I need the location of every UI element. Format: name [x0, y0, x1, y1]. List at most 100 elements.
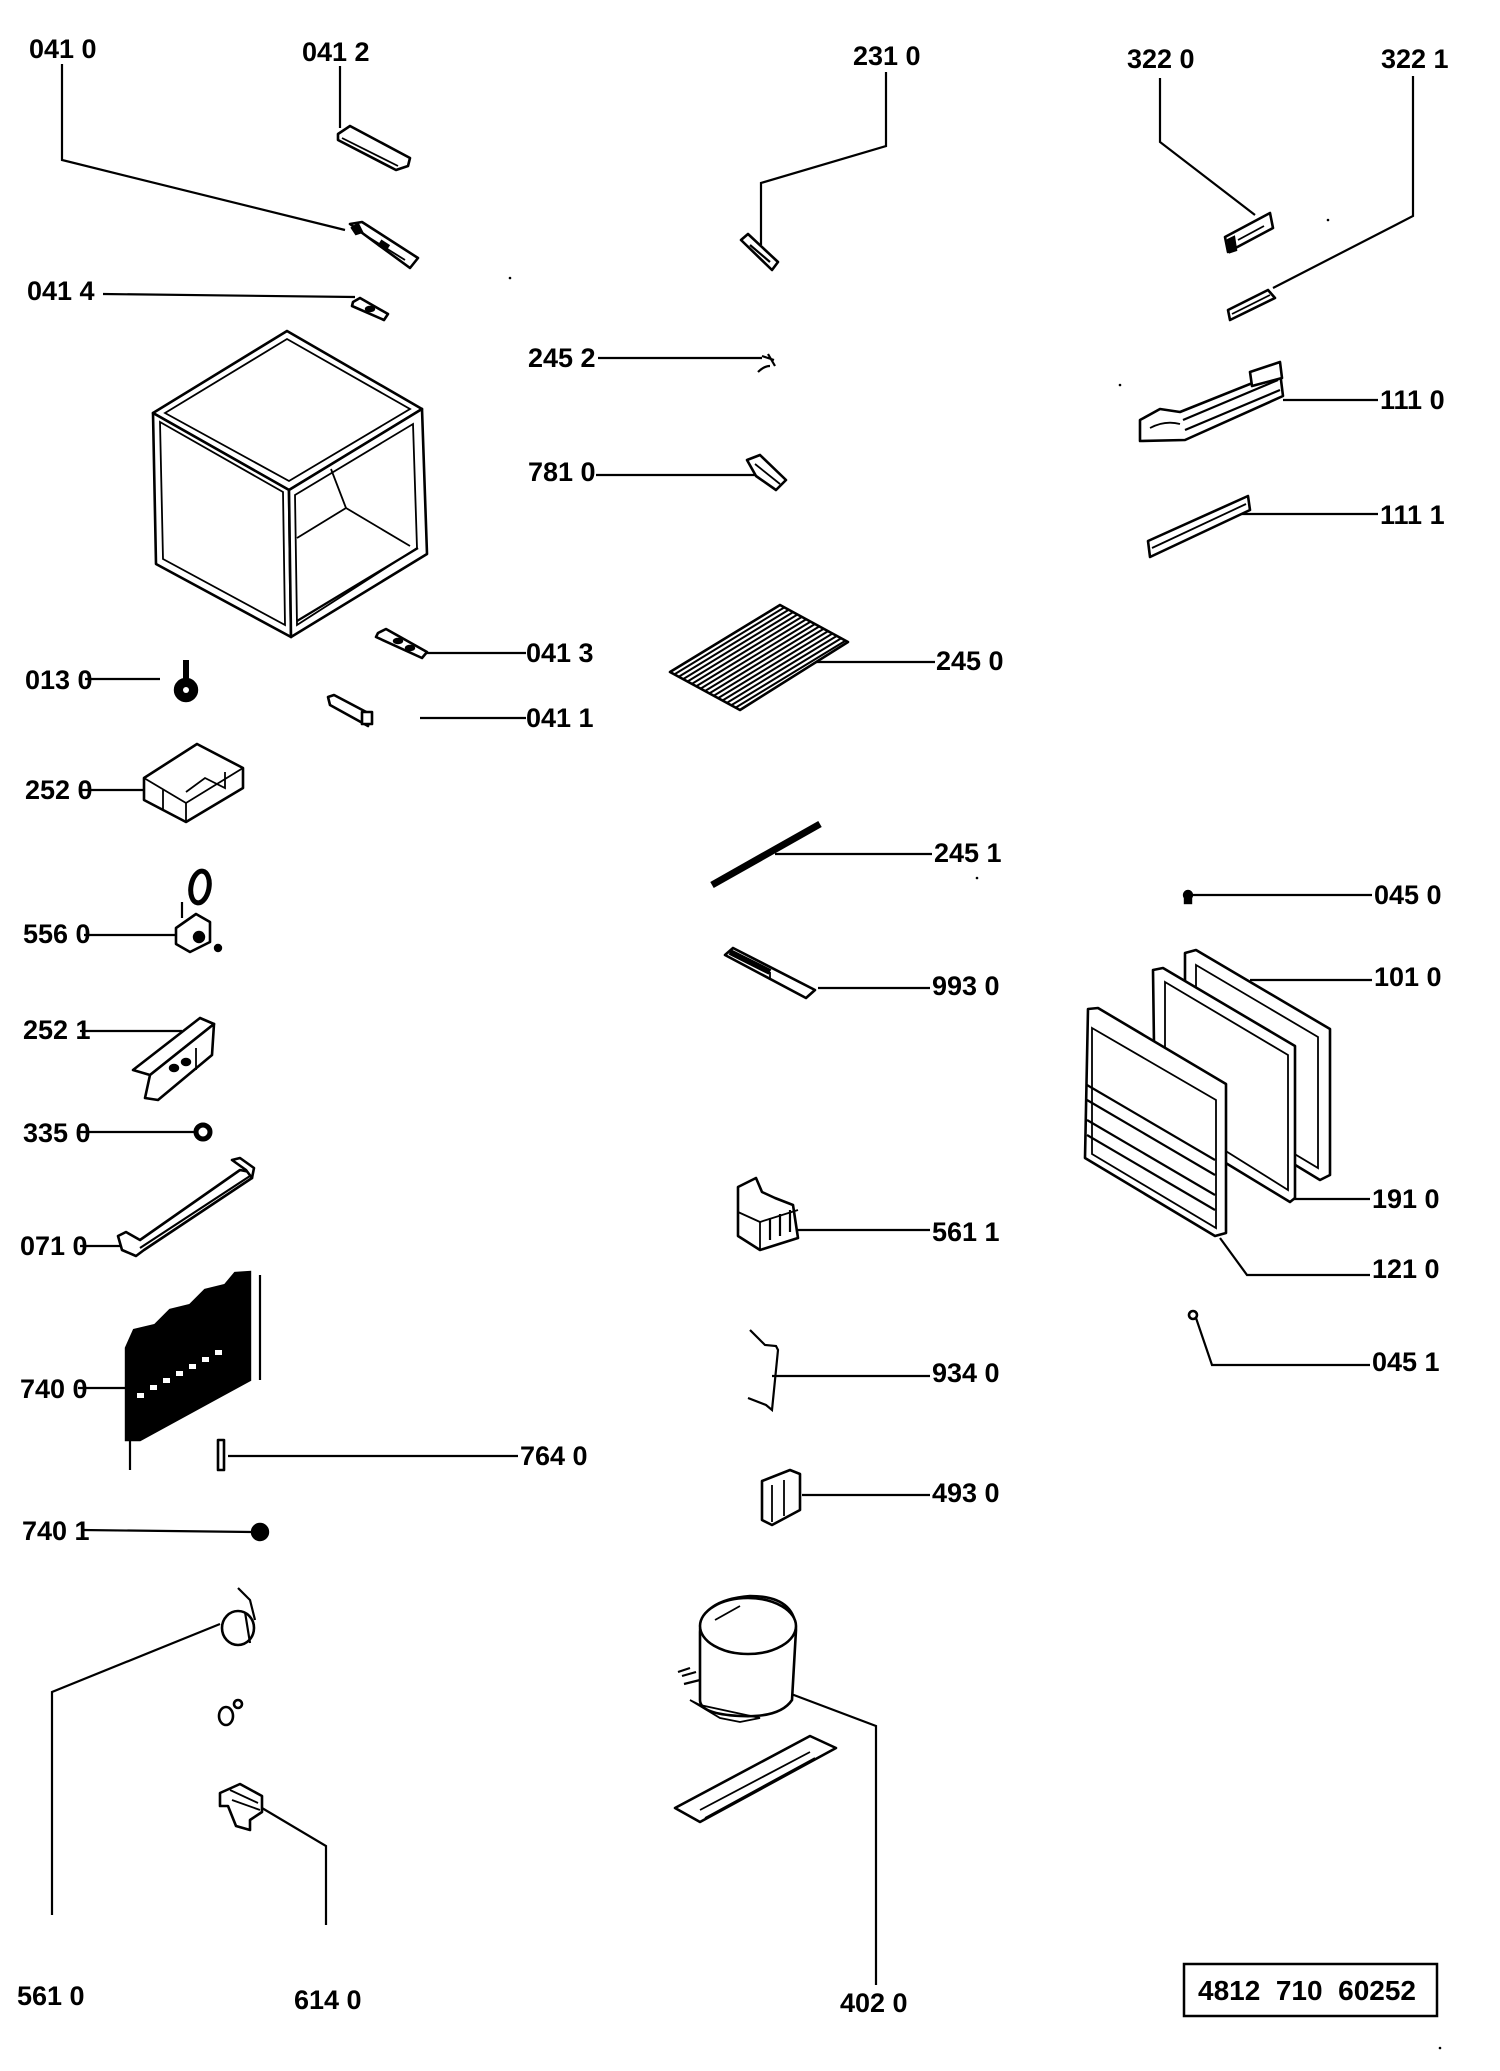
part-556-0[interactable]: 556 0 [23, 868, 223, 954]
label-041-0: 041 0 [29, 34, 97, 64]
shelf-trim-icon [710, 820, 822, 889]
leader-614-0 [261, 1807, 328, 1925]
lamp-holder-icon [739, 232, 780, 272]
leader-045-1 [1194, 1317, 1370, 1367]
part-335-0[interactable]: 335 0 [23, 1118, 213, 1148]
part-041-2[interactable]: 041 2 [302, 37, 412, 172]
label-191-0: 191 0 [1372, 1184, 1440, 1214]
leader-740-1 [81, 1528, 253, 1534]
part-111-1[interactable]: 111 1 [1146, 494, 1445, 559]
part-764-0[interactable]: 764 0 [216, 1438, 588, 1472]
reference-code-box: 4812 710 60252 [1182, 1962, 1439, 2018]
part-041-4[interactable]: 041 4 [27, 276, 390, 322]
label-740-0: 740 0 [20, 1374, 88, 1404]
label-764-0: 764 0 [520, 1441, 588, 1471]
shelf-wire [730, 637, 842, 707]
part-493-0[interactable]: 493 0 [760, 1468, 1000, 1527]
clip-part-icon [350, 296, 390, 322]
leader-041-0 [60, 64, 346, 232]
label-045-0: 045 0 [1374, 880, 1442, 910]
part-740-0[interactable]: 740 0 [20, 1270, 262, 1470]
cabinet-icon [151, 329, 429, 639]
leader-322-0 [1158, 78, 1256, 216]
part-781-0[interactable]: 781 0 [528, 453, 788, 492]
part-740-1[interactable]: 740 1 [22, 1516, 270, 1546]
door-front-121-icon [1083, 1006, 1228, 1238]
connector-block-icon [760, 1468, 802, 1527]
hinge-part-icon [745, 453, 788, 492]
scan-speck [1326, 218, 1330, 222]
part-402-0[interactable]: 402 0 [673, 1594, 908, 2018]
shelf-wire [735, 639, 847, 709]
relay-icon [736, 1176, 800, 1252]
label-493-0: 493 0 [932, 1478, 1000, 1508]
label-041-2: 041 2 [302, 37, 370, 67]
clip-part-icon [374, 627, 429, 660]
part-045-0[interactable]: 045 0 [1182, 880, 1442, 910]
label-041-4: 041 4 [27, 276, 95, 306]
control-panel-icon [1138, 360, 1285, 443]
part-231-0[interactable]: 231 0 [739, 41, 921, 272]
label-561-0: 561 0 [17, 1981, 85, 2011]
label-614-0: 614 0 [294, 1985, 362, 2015]
leader-561-0 [50, 1622, 221, 1915]
drain-tube-icon [216, 1438, 226, 1472]
thermostat-housing-icon [142, 742, 245, 824]
part-191-0[interactable]: 191 0 [1293, 1184, 1440, 1214]
part-252-1[interactable]: 252 1 [23, 1015, 216, 1102]
cabinet-body[interactable] [151, 329, 429, 639]
cover-plate-icon [336, 124, 412, 172]
label-561-1: 561 1 [932, 1217, 1000, 1247]
overload-protector-icon [217, 1587, 257, 1727]
shelf-wire [686, 613, 799, 683]
part-245-1[interactable]: 245 1 [710, 820, 1002, 889]
part-245-0[interactable]: 245 0 [668, 603, 1004, 712]
adjustable-foot-icon [173, 660, 199, 703]
part-071-0[interactable]: 071 0 [20, 1156, 256, 1261]
label-781-0: 781 0 [528, 457, 596, 487]
wire-clip-icon [747, 1329, 780, 1413]
part-045-1[interactable]: 045 1 [1187, 1309, 1440, 1377]
label-101-0: 101 0 [1374, 962, 1442, 992]
part-041-0[interactable]: 041 0 [29, 34, 420, 270]
shelf-wire [691, 616, 803, 685]
starter-relay-icon [218, 1782, 264, 1832]
part-041-3[interactable]: 041 3 [374, 627, 594, 668]
part-245-2[interactable]: 245 2 [528, 343, 776, 373]
front-rail-icon [116, 1156, 256, 1258]
part-934-0[interactable]: 934 0 [747, 1329, 1000, 1413]
part-121-0[interactable]: 121 0 [1219, 1237, 1440, 1284]
shelf-wire [713, 627, 825, 697]
part-322-0[interactable]: 322 0 [1127, 44, 1275, 254]
leader-231-0 [759, 72, 888, 245]
label-121-0: 121 0 [1372, 1254, 1440, 1284]
part-101-0[interactable]: 101 0 [1250, 962, 1442, 992]
shelf-wire [695, 618, 807, 688]
label-993-0: 993 0 [932, 971, 1000, 1001]
part-993-0[interactable]: 993 0 [723, 946, 1000, 1001]
door-assembly[interactable] [1083, 948, 1332, 1238]
label-934-0: 934 0 [932, 1358, 1000, 1388]
shelf-wire [700, 620, 812, 690]
label-245-0: 245 0 [936, 646, 1004, 676]
evaporator-icon [124, 1270, 262, 1470]
part-111-0[interactable]: 111 0 [1138, 360, 1445, 443]
shelf-wire [721, 632, 834, 702]
grommet-icon [250, 1522, 270, 1542]
part-561-1[interactable]: 561 1 [736, 1176, 1000, 1252]
part-561-0[interactable]: 561 0 [17, 1587, 257, 2011]
label-plate-icon [723, 946, 817, 1000]
label-041-1: 041 1 [526, 703, 594, 733]
leader-041-4 [102, 292, 356, 299]
shelf-wire [678, 608, 790, 678]
label-041-3: 041 3 [526, 638, 594, 668]
label-402-0: 402 0 [840, 1988, 908, 2018]
part-041-1[interactable]: 041 1 [326, 693, 594, 733]
part-252-0[interactable]: 252 0 [25, 742, 245, 824]
shelf-wire [682, 611, 794, 680]
part-013-0[interactable]: 013 0 [25, 660, 199, 703]
part-614-0[interactable]: 614 0 [218, 1782, 362, 2015]
scan-speck [1118, 383, 1122, 387]
part-322-1[interactable]: 322 1 [1226, 44, 1449, 322]
